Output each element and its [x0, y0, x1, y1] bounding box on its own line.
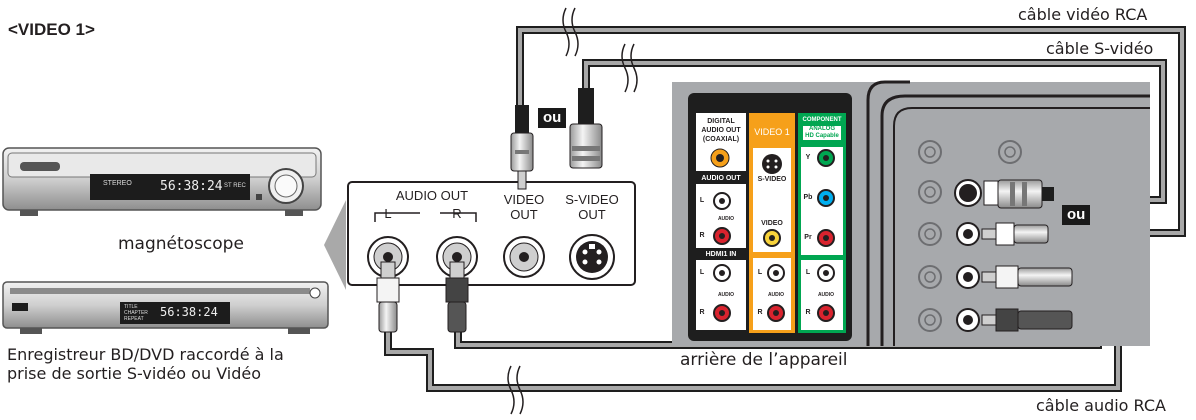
comp-l-label: L: [805, 269, 811, 276]
break-marks: [507, 7, 638, 415]
video-out-label-1: VIDEO: [503, 192, 545, 207]
pb-label: Pb: [803, 194, 813, 201]
audio-cable-label: câble audio RCA: [1036, 396, 1166, 415]
y-label: Y: [805, 154, 811, 161]
section-heading: <VIDEO 1>: [8, 20, 95, 39]
arrow-shape: [324, 200, 346, 290]
audio-right-label: R: [452, 206, 462, 221]
audio-plug-black: [445, 261, 469, 333]
video1-l-label: L: [757, 269, 763, 276]
vcr-display: 56:38:24: [160, 179, 223, 194]
recorder-label-line2: prise de sortie S-vidéo ou Vidéo: [7, 364, 262, 383]
video-plug-top: [510, 105, 534, 190]
video1-audio-label: AUDIO: [767, 292, 785, 298]
vcr-label: magnétoscope: [118, 234, 244, 254]
audio-out-r-label: R: [699, 232, 705, 239]
audio-out-tv-label: AUDIO OUT: [701, 175, 741, 182]
audio-left-label: L: [384, 206, 392, 221]
comp-r-label: R: [805, 309, 811, 316]
or-badge-top: ou: [538, 108, 567, 128]
hdmi1-in-label: HDMI1 IN: [705, 251, 737, 258]
audio-plug-tv-black: [981, 308, 1073, 332]
video-tv-label: VIDEO: [761, 220, 783, 227]
rear-label: arrière de l’appareil: [680, 350, 848, 370]
digital-label-3: (COAXIAL): [702, 136, 740, 143]
audio-plug-tv-white: [981, 265, 1073, 289]
svideo-tv-label: S-VIDEO: [757, 176, 787, 183]
output-panel: [347, 181, 636, 286]
vcr-small-text-2: ST REC: [224, 183, 246, 189]
video1-r-label: R: [757, 309, 763, 316]
svideo-plug-top: [569, 88, 603, 169]
pr-label: Pr: [804, 234, 812, 241]
svideo-out-label-2: OUT: [578, 207, 606, 222]
rec-small-1: TITLE: [124, 304, 138, 310]
audio-plug-white: [376, 261, 400, 333]
comp-audio-label: AUDIO: [817, 292, 835, 298]
svideo-plug-tv: [983, 179, 1054, 209]
vcr-device: [2, 147, 322, 216]
bd-dvd-recorder: [2, 281, 329, 334]
component-label: COMPONENT: [802, 117, 842, 123]
recorder-label-line1: Enregistreur BD/DVD raccordé à la: [7, 345, 284, 364]
rca-video-cable-label: câble vidéo RCA: [1018, 5, 1148, 24]
video1-label: VIDEO 1: [754, 127, 790, 137]
recorder-display: 56:38:24: [160, 305, 218, 319]
audio-out-l-label: L: [699, 197, 705, 204]
rec-small-3: REPEAT: [124, 316, 144, 322]
rec-small-2: CHAPTER: [124, 310, 148, 316]
hdmi-audio-label: AUDIO: [717, 292, 735, 298]
hdmi-l-label: L: [699, 269, 705, 276]
digital-label-1: DIGITAL: [707, 118, 735, 125]
svideo-cable-label: câble S-vidéo: [1046, 39, 1154, 58]
digital-label-2: AUDIO OUT: [701, 127, 741, 134]
tv-back-panel: [672, 80, 1150, 346]
audio-out-audio-label: AUDIO: [717, 216, 735, 222]
or-badge-tv: ou: [1062, 205, 1091, 225]
hdmi-r-label: R: [699, 309, 705, 316]
audio-out-label: AUDIO OUT: [395, 188, 469, 203]
analog-label-2: HD Capable: [803, 133, 841, 140]
video-out-label-2: OUT: [510, 207, 538, 222]
svideo-out-label-1: S-VIDEO: [565, 192, 619, 207]
video-plug-tv: [981, 222, 1049, 246]
vcr-small-text: STEREO: [103, 180, 132, 187]
analog-label-1: ANALOG: [803, 126, 841, 133]
